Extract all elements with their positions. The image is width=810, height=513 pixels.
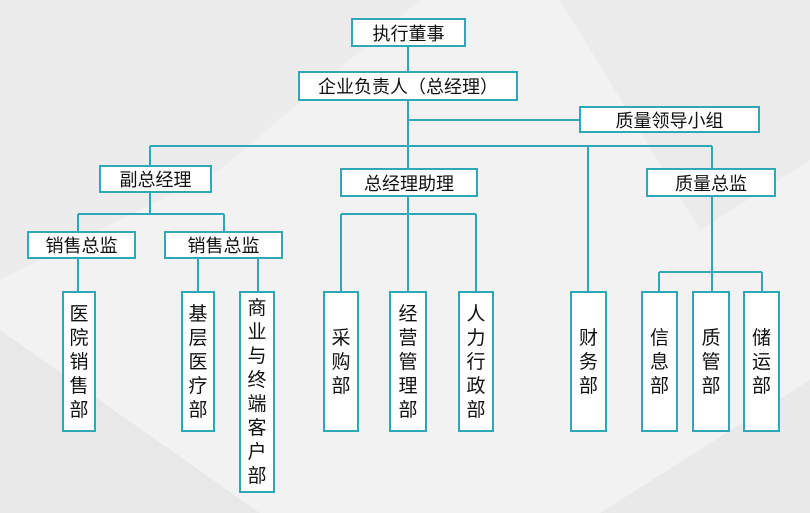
sales-director-box-2: 销售总监 [164, 231, 283, 259]
dept-hr-admin: 人力行政部 [458, 291, 494, 432]
ceo-box: 执行董事 [351, 18, 466, 47]
dept-label: 财务部 [578, 326, 598, 397]
dept-info: 信息部 [641, 291, 678, 432]
quality-group-box: 质量领导小组 [579, 106, 760, 133]
dept-qa: 质管部 [692, 291, 730, 432]
dept-label: 经营管理部 [398, 302, 418, 421]
dept-commercial-terminal: 商业与终端客户部 [239, 291, 275, 493]
dept-finance: 财务部 [570, 291, 607, 432]
dept-label: 信息部 [649, 326, 669, 397]
dept-hospital-sales: 医院销售部 [62, 291, 96, 432]
dept-operations: 经营管理部 [389, 291, 427, 432]
dept-label: 基层医疗部 [188, 302, 208, 421]
dept-label: 医院销售部 [69, 302, 89, 421]
deputy-gm-box: 副总经理 [99, 165, 212, 193]
dept-label: 储运部 [751, 326, 771, 397]
gm-box: 企业负责人（总经理） [298, 71, 518, 101]
dept-label: 商业与终端客户部 [247, 297, 267, 487]
gm-assistant-box: 总经理助理 [340, 168, 478, 197]
dept-label: 人力行政部 [466, 302, 486, 421]
dept-procurement: 采购部 [323, 291, 359, 432]
sales-director-box-1: 销售总监 [27, 231, 136, 259]
dept-label: 质管部 [701, 326, 721, 397]
quality-director-box: 质量总监 [646, 168, 776, 197]
dept-logistics: 储运部 [743, 291, 780, 432]
dept-primary-care: 基层医疗部 [181, 291, 215, 432]
dept-label: 采购部 [331, 326, 351, 397]
